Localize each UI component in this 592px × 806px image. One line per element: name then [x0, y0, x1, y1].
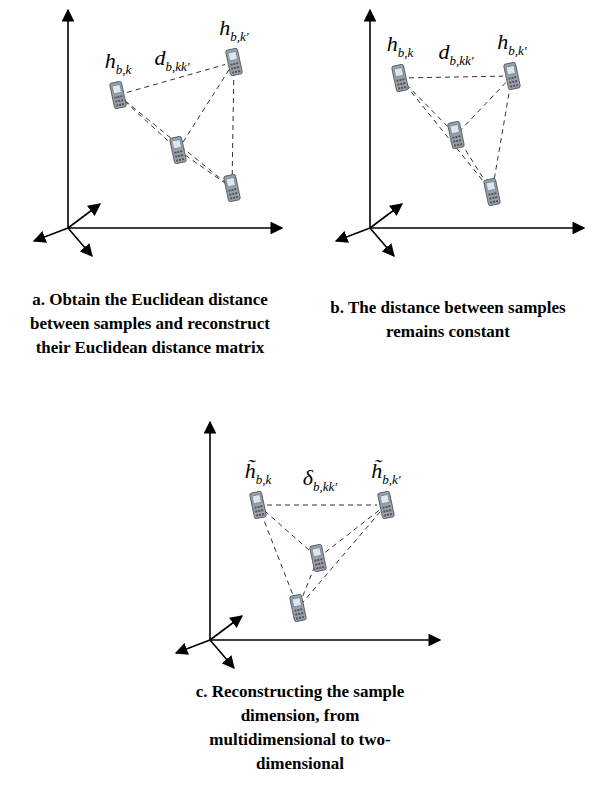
sample-label: hb,k′ [219, 16, 248, 44]
distance-label: δb,kk′ [303, 466, 337, 494]
distance-label: db,kk′ [154, 46, 189, 74]
panel-caption: b. The distance between samples remains … [313, 296, 583, 344]
sample-phone: hb,k′ [503, 62, 521, 90]
sample-phone: hb,k [391, 64, 409, 92]
axes [34, 10, 282, 256]
phone-icon [377, 491, 395, 519]
subscript: b,kk′ [165, 59, 189, 74]
phone-icon [391, 64, 409, 92]
phone-icon [225, 48, 243, 76]
sample-phone: hb,k′ [225, 48, 243, 76]
subscript: b,k′ [382, 472, 400, 487]
panel-caption: c. Reconstructing the sample dimension, … [186, 680, 414, 776]
distance-connector [409, 76, 503, 78]
subscript: b,k′ [508, 43, 526, 58]
phone-icon [503, 62, 521, 90]
vector-symbol: h [387, 31, 398, 56]
sample-label: hb,k′ [497, 30, 526, 58]
phone-icon [169, 121, 500, 622]
axes [336, 10, 584, 256]
sample-label: h̃b,k [245, 459, 272, 487]
sample-phone: h̃b,k [249, 491, 267, 519]
subscript: b,kk′ [449, 53, 473, 68]
sample-label: hb,k [105, 49, 132, 77]
sample-phone: hb,k [109, 81, 127, 109]
distance-symbol: δ [303, 465, 313, 490]
distance-label: db,kk′ [438, 40, 473, 68]
phone-icon [109, 81, 127, 109]
subscript: b,k [256, 472, 272, 487]
sample-label: hb,k [387, 32, 414, 60]
subscript: b,k [398, 45, 414, 60]
subscript: b,kk′ [313, 479, 337, 494]
vector-symbol: h̃ [245, 458, 256, 483]
distance-symbol: d [438, 39, 449, 64]
vector-symbol: h [497, 29, 508, 54]
vector-symbol: h [105, 48, 116, 73]
subscript: b,k [116, 62, 132, 77]
subscript: b,k′ [230, 29, 248, 44]
sample-label: h̃b,k′ [371, 459, 400, 487]
distance-connector [267, 505, 377, 506]
sample-phone: h̃b,k′ [377, 491, 395, 519]
distance-symbol: d [154, 45, 165, 70]
axes [176, 422, 440, 668]
panel-caption: a. Obtain the Euclidean distance between… [25, 288, 275, 360]
vector-symbol: h̃ [371, 458, 382, 483]
vector-symbol: h [219, 15, 230, 40]
phone-icon [249, 491, 267, 519]
